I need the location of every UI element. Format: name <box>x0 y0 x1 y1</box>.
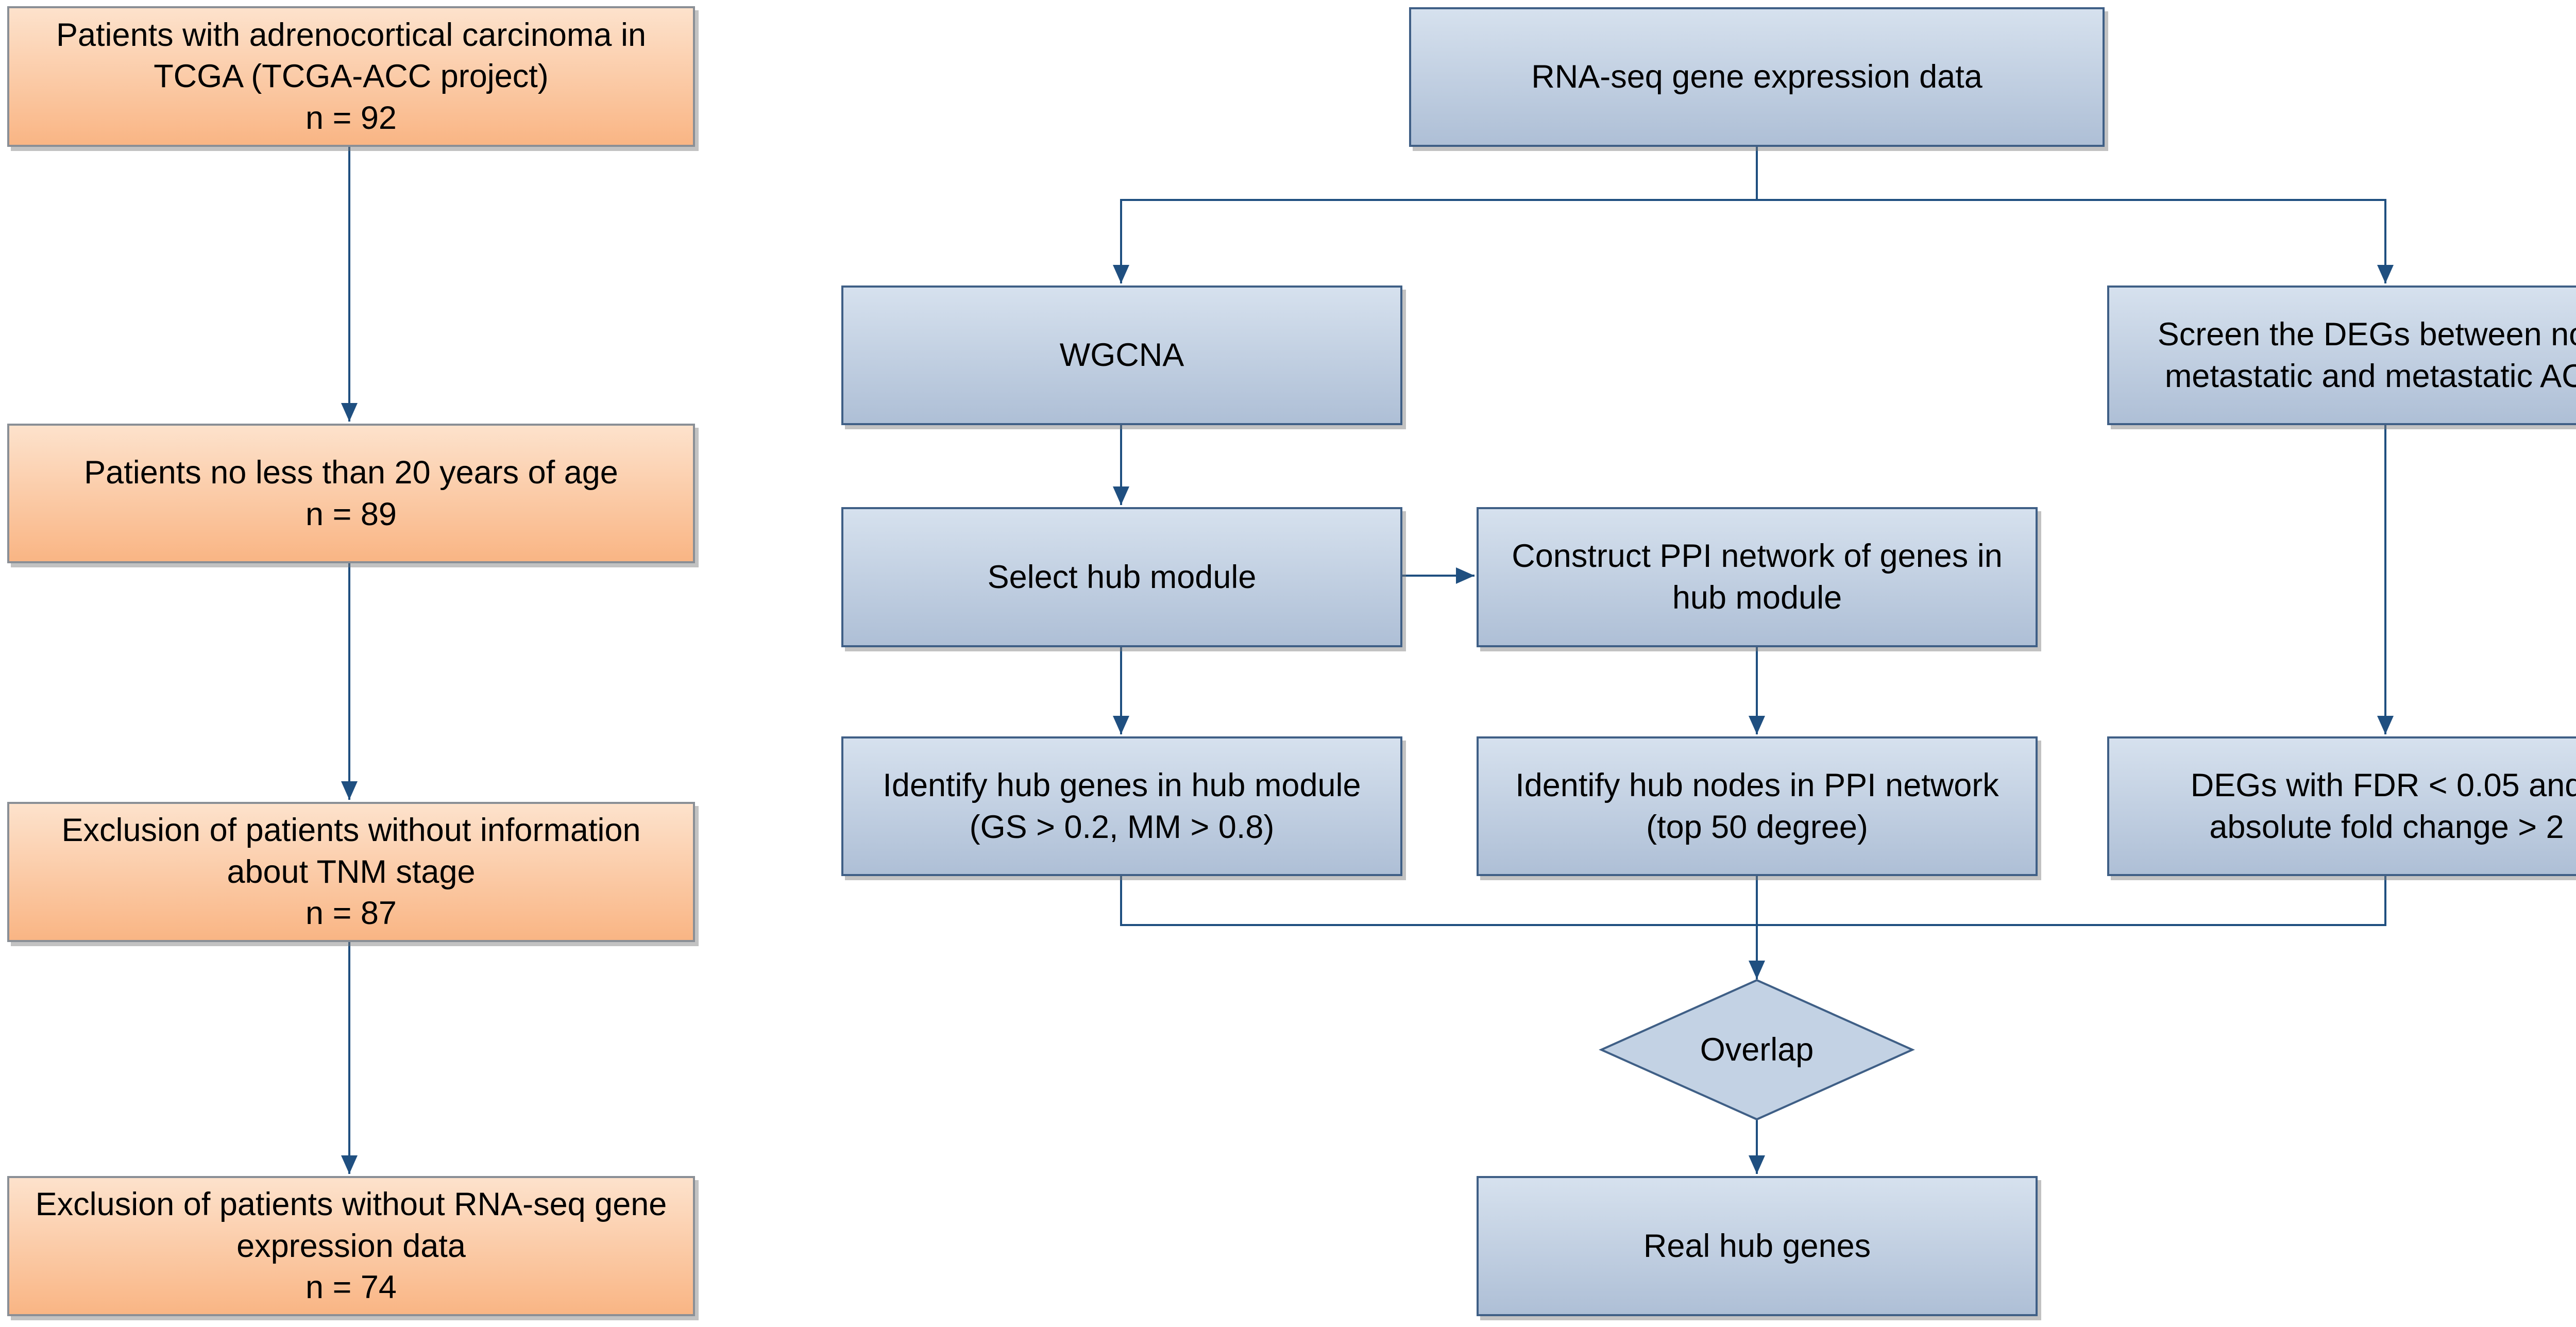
step2-line-1: Patients no less than 20 years of age <box>84 454 618 491</box>
step1-line-1: Patients with adrenocortical carcinoma i… <box>56 16 647 53</box>
identify-hub-nodes-line-1: Identify hub nodes in PPI network <box>1515 767 1999 803</box>
identify-hub-nodes-line-2: (top 50 degree) <box>1646 809 1868 845</box>
node-rnaseq-data: RNA-seq gene expression data <box>1409 7 2105 147</box>
step4-line-1: Exclusion of patients without RNA-seq ge… <box>35 1186 667 1223</box>
step-rnaseq-exclusion: Exclusion of patients without RNA-seq ge… <box>7 1176 695 1316</box>
step1-line-3: n = 92 <box>306 99 397 136</box>
connector-merge <box>1120 876 2386 926</box>
select-hub-line-1: Select hub module <box>987 559 1257 595</box>
step-tcga-acc-patients: Patients with adrenocortical carcinoma i… <box>7 6 695 147</box>
rnaseq-line-1: RNA-seq gene expression data <box>1531 59 1982 95</box>
node-degs-filter: DEGs with FDR < 0.05 and absolute fold c… <box>2107 736 2576 876</box>
real-hub-line-1: Real hub genes <box>1643 1228 1871 1264</box>
construct-ppi-line-1: Construct PPI network of genes in <box>1512 538 2003 575</box>
screen-degs-line-2: metastatic and metastatic ACC <box>2164 358 2576 394</box>
connector-rnaseq-to-degs <box>1757 199 2394 283</box>
identify-hub-genes-line-1: Identify hub genes in hub module <box>883 767 1361 803</box>
construct-ppi-line-2: hub module <box>1672 580 1842 616</box>
step1-line-2: TCGA (TCGA-ACC project) <box>154 58 549 95</box>
node-identify-hub-nodes: Identify hub nodes in PPI network (top 5… <box>1477 736 2038 876</box>
degs-filter-line-1: DEGs with FDR < 0.05 and <box>2190 767 2576 803</box>
node-select-hub-module: Select hub module <box>841 507 1402 647</box>
step2-line-2: n = 89 <box>306 496 397 532</box>
wgcna-line-1: WGCNA <box>1059 337 1184 374</box>
overlap-label: Overlap <box>1700 1032 1814 1068</box>
node-construct-ppi: Construct PPI network of genes in hub mo… <box>1477 507 2038 647</box>
connector-rnaseq-split <box>1113 147 1758 283</box>
identify-hub-genes-line-2: (GS > 0.2, MM > 0.8) <box>969 809 1275 845</box>
step4-line-2: expression data <box>236 1228 466 1264</box>
node-real-hub-genes: Real hub genes <box>1477 1176 2038 1316</box>
node-identify-hub-genes: Identify hub genes in hub module (GS > 0… <box>841 736 1402 876</box>
degs-filter-line-2: absolute fold change > 2 <box>2209 809 2564 845</box>
step3-line-3: n = 87 <box>306 895 397 932</box>
step3-line-1: Exclusion of patients without informatio… <box>61 812 641 849</box>
overlap-diamond <box>1599 979 1915 1121</box>
node-wgcna: WGCNA <box>841 285 1402 425</box>
step-tnm-exclusion: Exclusion of patients without informatio… <box>7 802 695 942</box>
step4-line-3: n = 74 <box>306 1269 397 1306</box>
step3-line-2: about TNM stage <box>227 853 476 890</box>
step-age-filter: Patients no less than 20 years of age n … <box>7 424 695 563</box>
screen-degs-line-1: Screen the DEGs between non- <box>2157 316 2576 352</box>
node-screen-degs: Screen the DEGs between non- metastatic … <box>2107 285 2576 425</box>
